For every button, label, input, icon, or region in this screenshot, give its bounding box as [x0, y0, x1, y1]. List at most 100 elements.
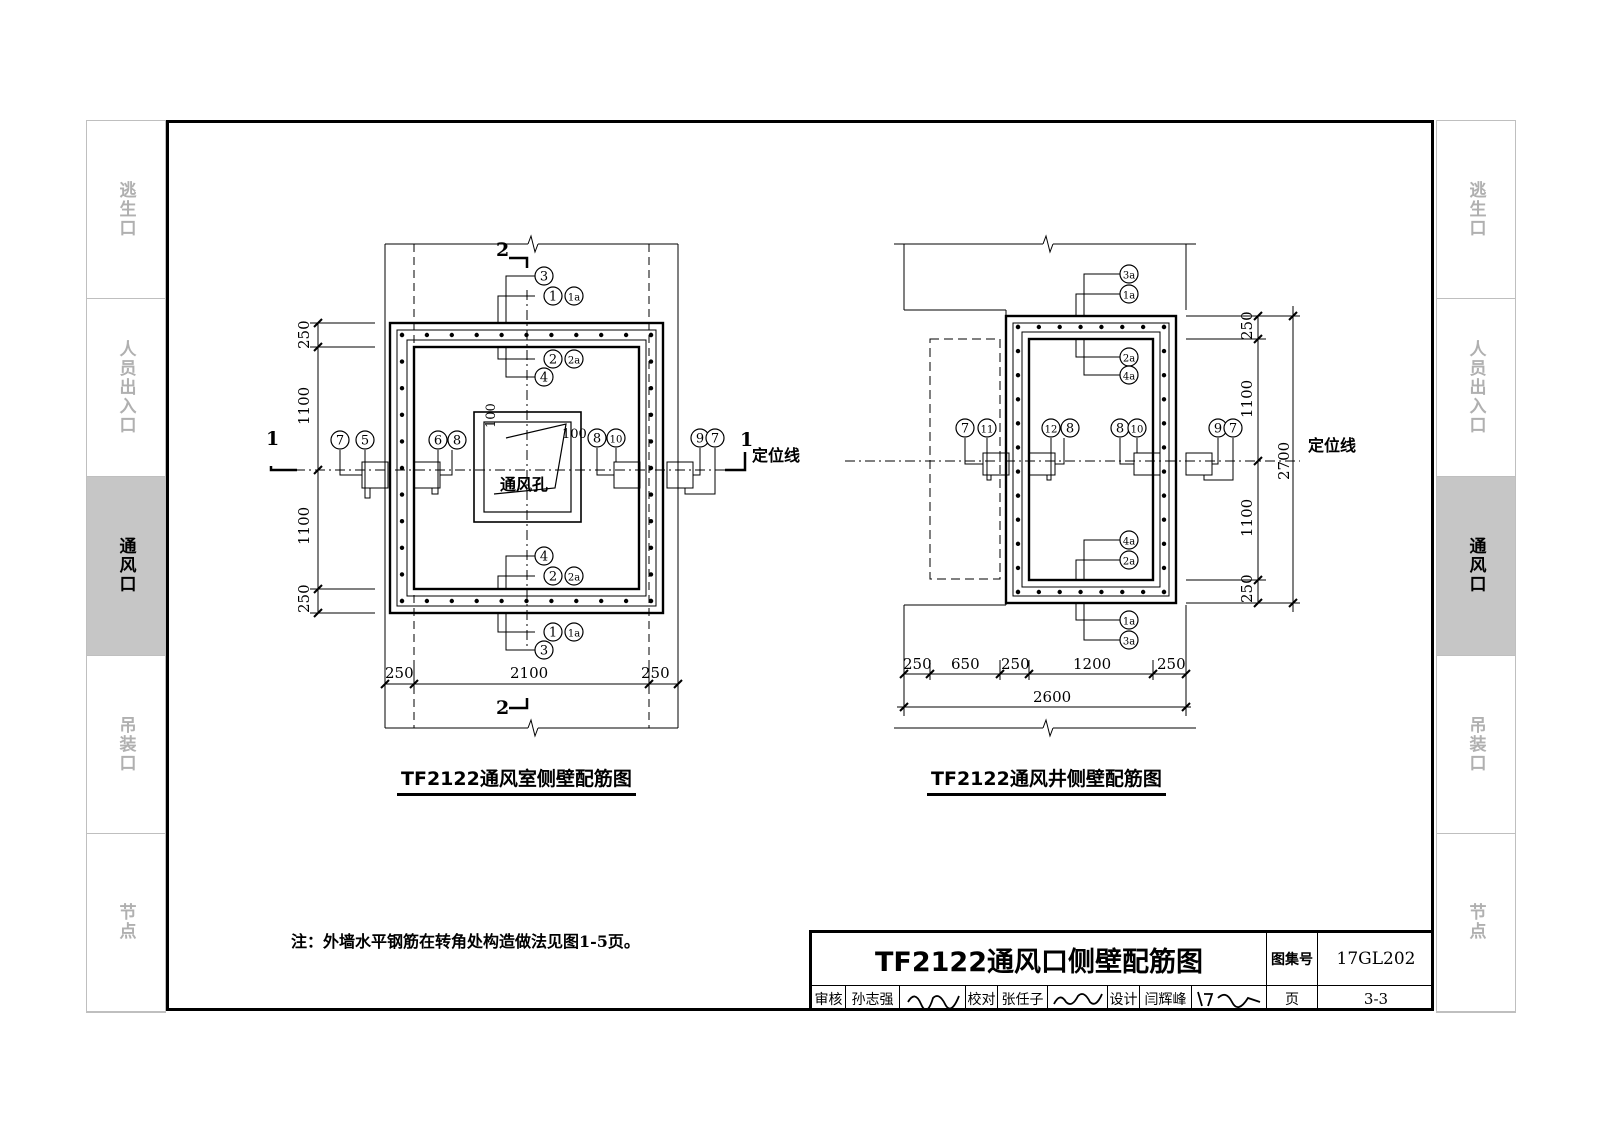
positioning-line-right: 定位线 — [1307, 436, 1356, 455]
rebar-dot — [399, 465, 405, 471]
rebar-dot — [623, 598, 629, 604]
bar-mark-label: 10 — [1131, 425, 1144, 436]
rebar-dot — [1015, 348, 1021, 354]
bar-mark-label: 7 — [711, 432, 719, 447]
rebar-dot — [1161, 565, 1167, 571]
rebar-dot — [1161, 517, 1167, 522]
side-tab-label: 逃生口 — [115, 181, 136, 239]
side-tab-1[interactable]: 人员出入口 — [87, 299, 165, 478]
bar-mark-circle — [606, 428, 626, 448]
side-tab-1[interactable]: 人员出入口 — [1437, 299, 1515, 478]
design-label: 设计 — [1108, 986, 1140, 1011]
rebar-dot — [1161, 421, 1167, 426]
bar-mark-circle — [977, 418, 997, 438]
designer-signature — [1192, 986, 1267, 1011]
rebar-dot — [399, 572, 405, 577]
rebar-dot — [1161, 541, 1167, 547]
rebar-dot — [1161, 372, 1167, 378]
bar-mark-label: 8 — [593, 432, 601, 447]
bar-mark-circle — [534, 266, 554, 286]
bar-mark-label: 1a — [568, 629, 580, 640]
side-tab-label: 节点 — [1465, 903, 1486, 942]
rebar-dot — [648, 359, 654, 364]
bar-mark-label: 5 — [361, 434, 369, 449]
rebar-dot — [549, 332, 554, 338]
side-tab-0[interactable]: 逃生口 — [1437, 121, 1515, 300]
bar-mark-circle — [534, 546, 554, 566]
signature-designer-icon — [1197, 991, 1261, 1008]
rebar-dot — [1120, 324, 1125, 330]
side-tab-4[interactable]: 节点 — [87, 834, 165, 1012]
rebar-dot — [499, 332, 504, 338]
rebar-dot — [399, 412, 405, 417]
right-dim-1100-bottom: 1100 — [1238, 499, 1256, 537]
rebar-dot — [1015, 324, 1021, 330]
atlas-number: 17GL202 — [1318, 933, 1434, 986]
bar-mark-label: 8 — [1066, 422, 1074, 437]
rebar-dot — [474, 598, 479, 604]
side-tab-4[interactable]: 节点 — [1437, 834, 1515, 1012]
rebar-dot — [524, 598, 529, 604]
side-tab-2[interactable]: 通风口 — [87, 477, 165, 656]
rebar-dot — [1161, 397, 1167, 402]
signature-checker-icon — [1052, 992, 1103, 1005]
rebar-dot — [1015, 541, 1021, 547]
side-tab-2[interactable]: 通风口 — [1437, 477, 1515, 656]
bar-mark-circle — [1119, 550, 1139, 570]
right-dim-1100-top: 1100 — [1238, 380, 1256, 418]
bar-mark-label: 8 — [1116, 422, 1124, 437]
rebar-dot — [574, 332, 579, 338]
rbottom-dim-250-c: 250 — [1157, 655, 1186, 673]
rbottom-dim-250-b: 250 — [1001, 655, 1030, 673]
rebar-dot — [599, 332, 604, 338]
right-dim-250-bottom: 250 — [1238, 574, 1256, 603]
side-tab-0[interactable]: 逃生口 — [87, 121, 165, 300]
bar-mark-label: 1a — [1123, 617, 1135, 628]
bar-mark-label: 9 — [696, 432, 704, 447]
rebar-dot — [1161, 589, 1167, 595]
bar-mark-label: 1a — [568, 293, 580, 304]
side-tab-3[interactable]: 吊装口 — [87, 656, 165, 834]
bar-mark-label: 2 — [549, 570, 557, 585]
rebar-dot — [1057, 324, 1062, 330]
bottom-dim-250-left: 250 — [385, 664, 414, 682]
bar-mark-label: 2a — [568, 356, 580, 367]
bar-mark-circle — [1060, 418, 1080, 438]
right-dim-250-top: 250 — [1238, 311, 1256, 340]
bar-mark-label: 7 — [1229, 422, 1237, 437]
side-tabs-left: 逃生口人员出入口通风口吊装口节点 — [86, 120, 166, 1013]
rebar-dot — [499, 598, 504, 604]
page-label: 页 — [1267, 986, 1318, 1011]
bar-mark-label: 2a — [1123, 354, 1135, 365]
bar-mark-label: 7 — [961, 422, 969, 437]
rebar-dot — [648, 519, 654, 524]
rebar-dot — [648, 492, 654, 497]
left-dim-250-bottom: 250 — [295, 584, 313, 613]
rebar-dot — [1036, 589, 1042, 595]
rebar-dot — [1015, 445, 1021, 450]
note-text: 注：外墙水平钢筋在转角处构造做法见图1-5页。 — [291, 932, 640, 951]
rebar-dot — [1099, 589, 1104, 595]
side-tab-3[interactable]: 吊装口 — [1437, 656, 1515, 834]
bar-mark-circle — [534, 640, 554, 660]
rebar-dot — [1036, 324, 1042, 330]
title-block-title: TF2122通风口侧壁配筋图 — [812, 933, 1267, 986]
bar-mark-label: 11 — [981, 425, 994, 436]
rebar-dot — [1015, 493, 1021, 498]
bar-mark-circle — [955, 418, 975, 438]
bar-mark-label: 3a — [1123, 637, 1135, 648]
left-dim-1100-bottom: 1100 — [295, 507, 313, 545]
checker-name: 张任子 — [998, 986, 1048, 1011]
side-tab-label: 通风口 — [115, 537, 136, 595]
bar-mark-label: 1 — [549, 290, 557, 305]
rebar-dot — [648, 332, 654, 338]
rebar-dot — [549, 598, 554, 604]
bar-mark-circle — [1119, 284, 1139, 304]
rebar-dot — [623, 332, 629, 338]
rebar-dot — [1015, 469, 1021, 474]
bar-mark-circle — [1127, 418, 1147, 438]
bar-mark-circle — [1119, 610, 1139, 630]
rebar-dot — [399, 332, 405, 338]
reviewer-signature — [900, 986, 966, 1011]
rebar-dot — [399, 545, 405, 550]
